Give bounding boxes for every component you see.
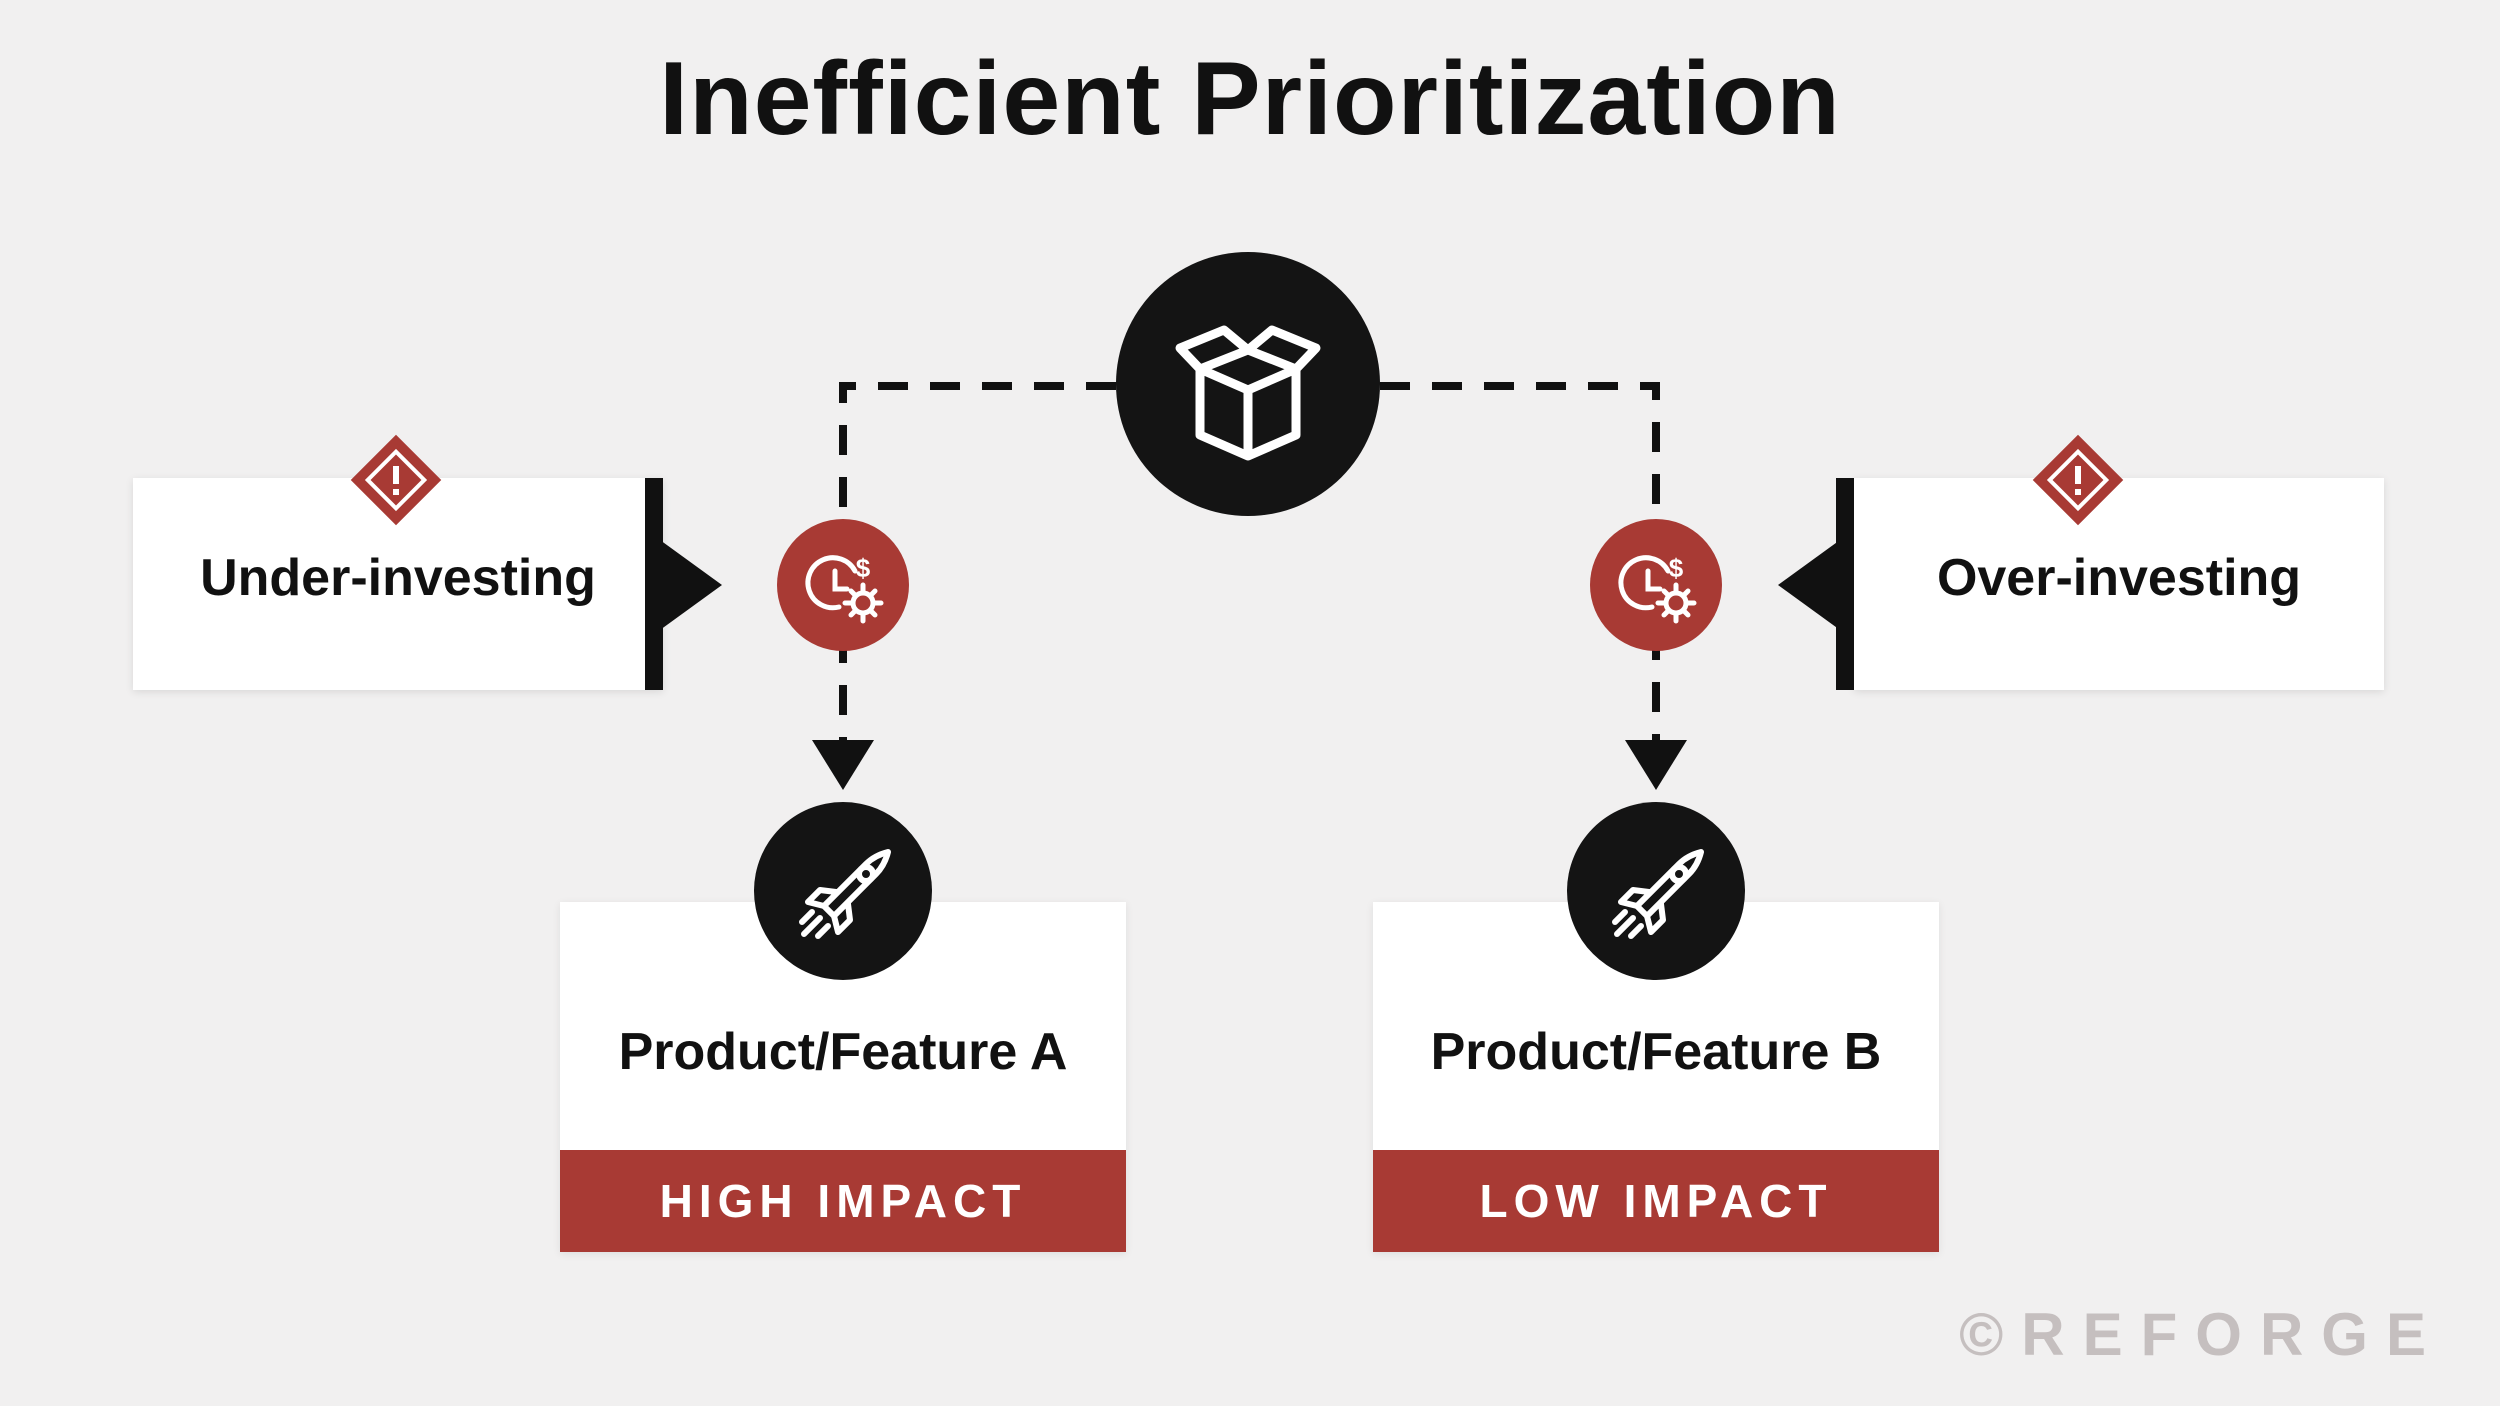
rocket-badge-a (754, 802, 932, 980)
right-cost-badge: $ (1590, 519, 1722, 651)
left-cost-badge: $ (777, 519, 909, 651)
impact-badge: LOW IMPACT (1373, 1150, 1939, 1252)
impact-badge: HIGH IMPACT (560, 1150, 1126, 1252)
over-investing-box: Over-investing (1854, 478, 2384, 690)
connector-right (1380, 382, 1660, 745)
under-investing-bar (645, 478, 663, 690)
svg-text:$: $ (856, 553, 871, 583)
clock-dollar-gear-icon: $ (1618, 553, 1697, 624)
over-investing-pointer (1778, 540, 1840, 630)
arrowhead-left (812, 740, 874, 790)
under-investing-label: Under-investing (200, 549, 596, 607)
connector-left (839, 382, 1116, 745)
product-portfolio-node (1116, 252, 1380, 516)
over-investing-bar (1836, 478, 1854, 690)
reforge-watermark: ©REFORGE (1959, 1301, 2444, 1368)
under-investing-pointer (660, 540, 722, 630)
arrowhead-right (1625, 740, 1687, 790)
clock-dollar-gear-icon: $ (805, 553, 884, 624)
over-investing-label: Over-investing (1936, 549, 2302, 607)
svg-text:$: $ (1669, 553, 1684, 583)
page-title: Inefficient Prioritization (659, 41, 1841, 157)
product-name: Product/Feature A (618, 1023, 1068, 1081)
under-investing-box: Under-investing (133, 478, 663, 690)
rocket-icon (1612, 849, 1704, 939)
rocket-icon (799, 849, 891, 939)
warning-diamond-icon (350, 434, 442, 526)
rocket-badge-b (1567, 802, 1745, 980)
warning-diamond-icon (2032, 434, 2124, 526)
open-box-icon (1175, 325, 1321, 461)
product-name: Product/Feature B (1430, 1023, 1882, 1081)
